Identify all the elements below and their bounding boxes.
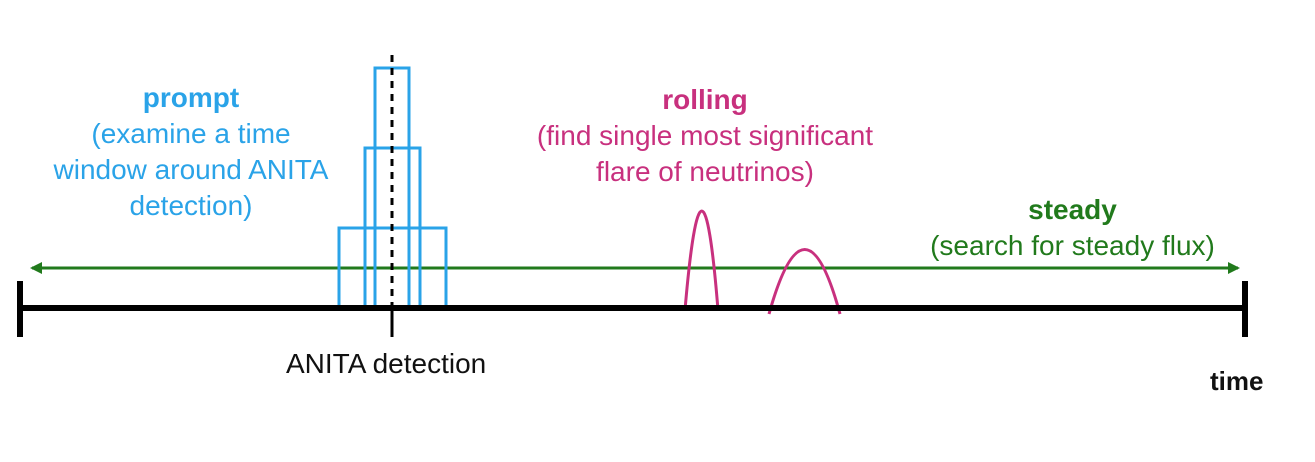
prompt-description-line: window around ANITA bbox=[53, 154, 329, 185]
neutrino-flare-narrow bbox=[683, 209, 720, 311]
neutrino-flare-wide bbox=[767, 248, 842, 315]
prompt-label: prompt (examine a time window around ANI… bbox=[16, 80, 366, 224]
prompt-description-line: detection) bbox=[129, 190, 253, 221]
rolling-description-line: flare of neutrinos) bbox=[596, 156, 814, 187]
time-axis-label: time bbox=[1210, 366, 1264, 396]
rolling-description-line: (find single most significant bbox=[536, 120, 874, 151]
prompt-description-line: (examine a time bbox=[91, 118, 291, 149]
rolling-label: rolling (find single most significant fl… bbox=[500, 82, 910, 190]
anita-detection-label: ANITA detection bbox=[286, 348, 487, 379]
steady-description-line: (search for steady flux) bbox=[930, 230, 1215, 261]
steady-title: steady bbox=[1028, 194, 1117, 225]
prompt-title: prompt bbox=[142, 82, 240, 113]
rolling-flares bbox=[683, 209, 842, 315]
rolling-title: rolling bbox=[662, 84, 748, 115]
steady-label: steady (search for steady flux) bbox=[900, 192, 1245, 264]
